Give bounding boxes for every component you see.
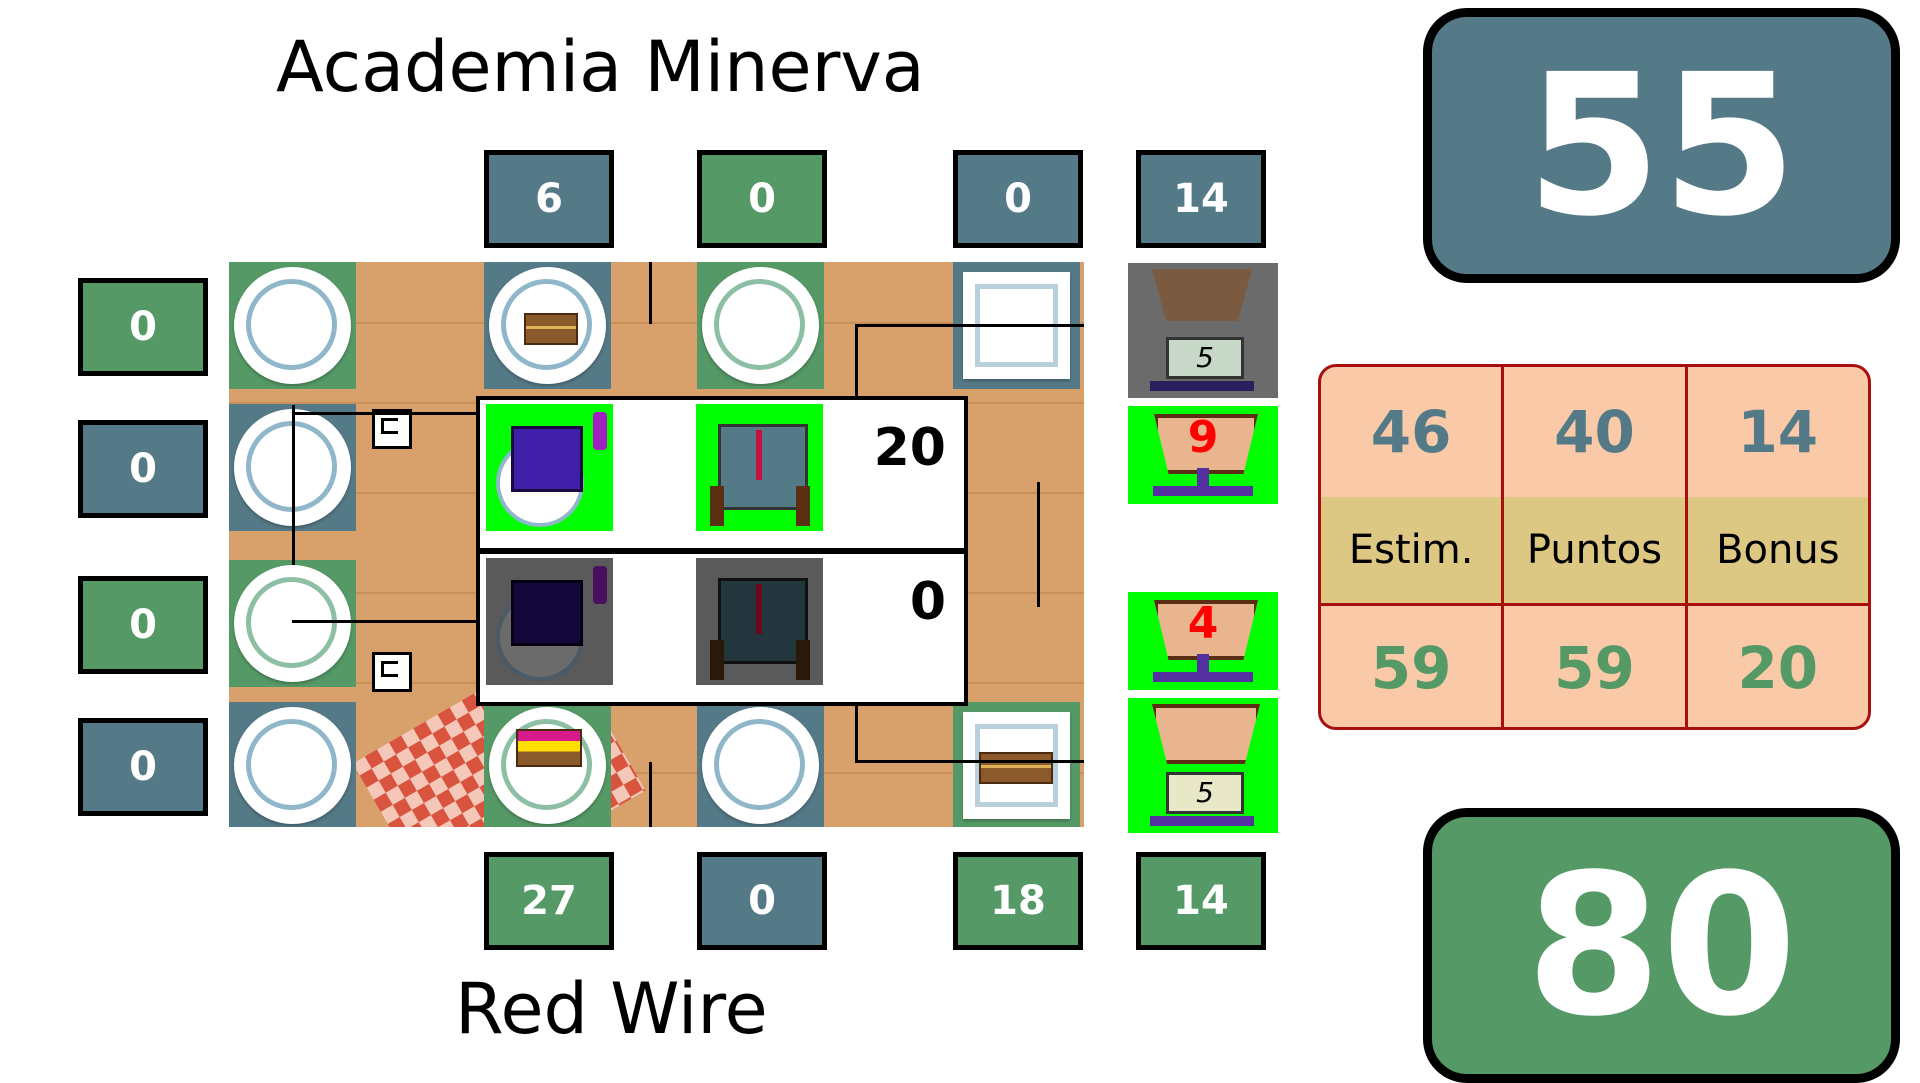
basket-count-upper: 9 [1187,412,1219,463]
tie-icon [756,584,762,634]
left-counter-2: 0 [78,420,208,518]
robot-card [696,404,823,531]
robot-icon [511,580,583,646]
scale-display: 5 [1166,772,1244,814]
team-name-top: Academia Minerva [276,26,925,108]
robot-card [696,558,823,685]
cherry-basket-icon [1152,704,1260,764]
wire-line [292,405,295,565]
scale-display: 5 [1166,337,1244,379]
wire-line [855,324,858,439]
game-board: 20 0 [229,262,1084,827]
left-counter-3: 0 [78,576,208,674]
basket-count-lower: 4 [1187,598,1219,649]
board-tile [953,702,1080,827]
top-counter-2: 0 [697,150,827,248]
robot-panel-bottom-value: 0 [909,572,946,632]
stat-top-puntos: 40 [1504,367,1688,497]
robot-icon [511,426,583,492]
wire-line [855,760,1084,763]
layered-cake-icon [516,729,582,767]
wire-line [292,620,477,623]
stat-top-bonus: 14 [1737,398,1819,466]
board-tile [697,262,824,389]
board-tile [229,560,356,687]
team-bottom-score: 80 [1423,808,1900,1083]
robot-panel-bottom: 0 [476,550,968,706]
cake-icon [979,752,1053,784]
wire-line [649,762,652,827]
top-counter-4: 14 [1136,150,1266,248]
team-name-bottom: Red Wire [455,968,768,1050]
stat-bottom-bonus: 20 [1737,634,1819,702]
stat-label-estim: Estim. [1321,497,1505,603]
robot-card [486,404,613,531]
bottom-counter-3: 18 [953,852,1083,950]
bottom-counter-2: 0 [697,852,827,950]
top-counter-1: 6 [484,150,614,248]
wire-line [1037,482,1040,607]
left-counter-4: 0 [78,718,208,816]
top-counter-3: 0 [953,150,1083,248]
scale-tile-lower: 4 [1128,592,1278,690]
wire-line [855,324,1084,327]
robot-icon [718,578,808,664]
robot-panel-top-value: 20 [873,418,946,478]
robot-panel-top: 20 [476,396,968,552]
signal-light-icon [593,412,607,450]
signal-light-icon [593,566,607,604]
board-tile [229,262,356,389]
cake-icon [524,313,578,345]
robot-icon [718,424,808,510]
stats-card: 46 40 14 Estim. Puntos Bonus 59 59 20 [1318,364,1871,730]
scale-tile-bottom: 5 [1128,698,1278,833]
board-tile [484,262,611,389]
team-top-score: 55 [1423,8,1900,283]
stat-label-puntos: Puntos [1504,497,1688,603]
stat-label-bonus: Bonus [1716,527,1840,573]
stat-bottom-puntos: 59 [1504,603,1688,727]
wire-line [292,412,477,415]
scale-tile-top: 5 [1128,263,1278,398]
wire-line [649,262,652,324]
left-counter-1: 0 [78,278,208,376]
aruco-marker-icon [372,409,412,449]
stat-top-estim: 46 [1321,367,1505,497]
board-tile [229,702,356,827]
stat-bottom-estim: 59 [1321,603,1505,727]
robot-card [486,558,613,685]
board-tile [484,702,611,827]
bottom-counter-1: 27 [484,852,614,950]
bottom-counter-4: 14 [1136,852,1266,950]
wire-line [855,692,858,760]
cherry-basket-icon [1152,269,1252,321]
board-tile [697,702,824,827]
aruco-marker-icon [372,652,412,692]
scale-tile-upper: 9 [1128,406,1278,504]
tie-icon [756,430,762,480]
